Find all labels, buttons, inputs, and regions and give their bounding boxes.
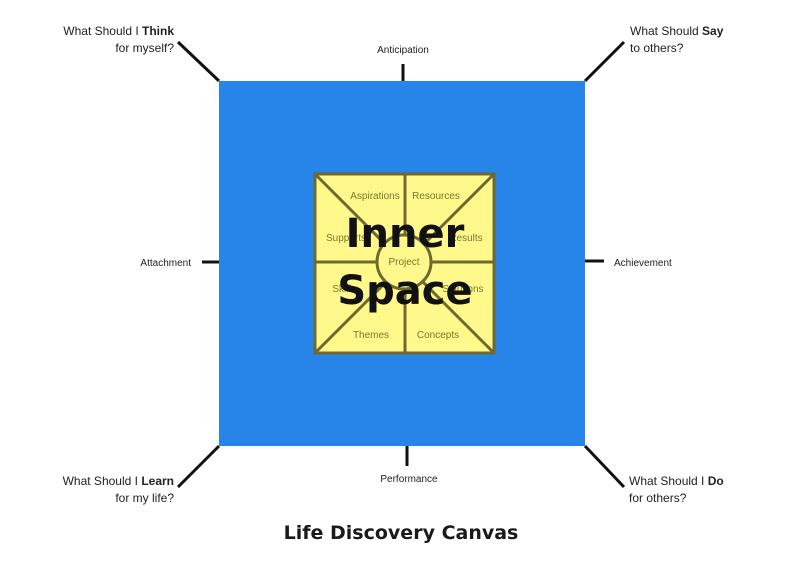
bottom-right-connector — [583, 444, 626, 489]
cell-skills: Skills — [332, 284, 355, 295]
corner-top-right-line1: What Should Say — [630, 24, 724, 38]
cell-results: Results — [449, 233, 482, 244]
cell-themes: Themes — [353, 330, 389, 341]
connector-lines — [176, 40, 626, 489]
edge-label-top: Anticipation — [377, 45, 429, 56]
cell-solutions: Solutions — [442, 284, 483, 295]
edge-label-right: Achievement — [614, 258, 672, 269]
corner-bottom-right-line2: for others? — [629, 491, 687, 505]
corner-bottom-left-line1: What Should I Learn — [63, 474, 174, 488]
corner-top-left-line1: What Should I Think — [63, 24, 174, 38]
top-right-connector — [583, 40, 626, 83]
cell-concepts: Concepts — [417, 330, 459, 341]
edge-label-left: Attachment — [140, 258, 191, 269]
inner-square-group — [313, 172, 496, 355]
corner-bottom-right-line1: What Should I Do — [629, 474, 724, 488]
center-title-line1: Inner — [346, 211, 465, 257]
top-left-connector — [176, 40, 221, 83]
inner-center-circle — [375, 233, 433, 291]
diagram-title: Life Discovery Canvas — [284, 522, 519, 544]
cell-project: Project — [388, 257, 419, 268]
corner-bottom-left-line2: for my life? — [115, 491, 174, 505]
cell-aspirations: Aspirations — [350, 191, 399, 202]
cell-resources: Resources — [412, 191, 460, 202]
corner-top-right-line2: to others? — [630, 41, 684, 55]
bottom-left-connector — [176, 444, 221, 489]
edge-label-bottom: Performance — [380, 474, 438, 485]
cell-supports: Supports — [326, 233, 366, 244]
center-title-line2: Space — [337, 268, 472, 314]
corner-top-left-line2: for myself? — [115, 41, 174, 55]
